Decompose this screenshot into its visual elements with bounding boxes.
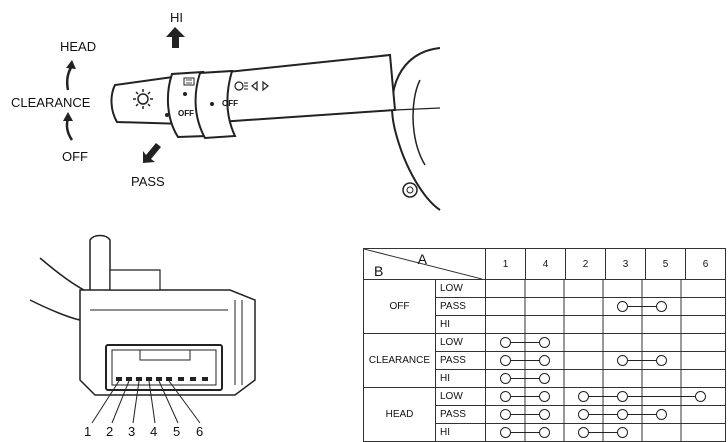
pass-label: PASS bbox=[131, 174, 165, 189]
mode-cell: CLEARANCE bbox=[363, 333, 436, 388]
terminal-circle bbox=[617, 391, 628, 402]
ring-off-label: OFF bbox=[222, 99, 238, 108]
clearance-label: CLEARANCE bbox=[11, 95, 91, 110]
connection-graphic bbox=[524, 298, 682, 315]
connection-cell bbox=[485, 405, 726, 424]
terminal-circle bbox=[500, 355, 511, 366]
pin-label-2: 2 bbox=[106, 424, 114, 439]
pin-label-1: 1 bbox=[84, 424, 92, 439]
terminal-circle bbox=[539, 409, 550, 420]
column-header: 3 bbox=[605, 248, 646, 280]
connection-graphic bbox=[500, 388, 706, 405]
pin-label-5: 5 bbox=[173, 424, 181, 439]
connection-cell bbox=[485, 279, 726, 298]
connection-cell bbox=[485, 297, 726, 316]
pin-label-4: 4 bbox=[150, 424, 158, 439]
terminal-circle bbox=[656, 355, 667, 366]
mode-cell: OFF bbox=[363, 279, 436, 334]
mode-cell: HEAD bbox=[363, 387, 436, 442]
connection-cell bbox=[485, 423, 726, 442]
column-header: 4 bbox=[525, 248, 566, 280]
position-cell: PASS bbox=[435, 351, 486, 370]
connection-cell bbox=[485, 315, 726, 334]
fog-light-icon bbox=[234, 81, 248, 91]
connection-graphic bbox=[500, 334, 682, 351]
column-header: 1 bbox=[485, 248, 526, 280]
connection-cell bbox=[485, 369, 726, 388]
high-beam-icon bbox=[183, 77, 195, 86]
terminal-circle bbox=[500, 337, 511, 348]
position-cell: HI bbox=[435, 315, 486, 334]
table-row: HI bbox=[364, 315, 726, 334]
terminal-circle bbox=[578, 409, 589, 420]
turn-signal-icon bbox=[251, 80, 269, 92]
terminal-circle bbox=[539, 427, 550, 438]
position-cell: HI bbox=[435, 369, 486, 388]
hi-label: HI bbox=[170, 10, 183, 25]
column-header: 5 bbox=[645, 248, 686, 280]
pass-arrow-icon bbox=[143, 143, 161, 163]
position-cell: PASS bbox=[435, 405, 486, 424]
terminal-circle bbox=[617, 409, 628, 420]
corner-label-b: B bbox=[374, 263, 384, 279]
head-label: HEAD bbox=[60, 39, 97, 54]
connection-cell bbox=[485, 333, 726, 352]
connection-graphic bbox=[524, 316, 682, 333]
hi-arrow-icon bbox=[166, 27, 185, 48]
connection-graphic bbox=[524, 280, 682, 297]
connection-cell bbox=[485, 351, 726, 370]
connection-graphic bbox=[500, 424, 682, 441]
headlight-symbol-icon bbox=[133, 89, 153, 109]
terminal-circle bbox=[656, 409, 667, 420]
connection-cell bbox=[485, 387, 726, 406]
column-header: 6 bbox=[685, 248, 726, 280]
knob-off-label: OFF bbox=[178, 109, 194, 118]
table-row: HI bbox=[364, 369, 726, 388]
table-row: PASS bbox=[364, 297, 726, 316]
terminal-circle bbox=[500, 373, 511, 384]
terminal-circle bbox=[539, 391, 550, 402]
terminal-circle bbox=[578, 427, 589, 438]
off-label: OFF bbox=[62, 149, 88, 164]
position-cell: HI bbox=[435, 423, 486, 442]
connection-graphic bbox=[500, 406, 682, 423]
connection-graphic bbox=[500, 370, 682, 387]
terminal-circle bbox=[539, 337, 550, 348]
pin-label-6: 6 bbox=[196, 424, 204, 439]
table-header-row: A B 1 4 2 3 5 6 bbox=[363, 248, 726, 280]
table-corner-cell: A B bbox=[363, 248, 486, 280]
terminal-circle bbox=[500, 409, 511, 420]
terminal-circle bbox=[539, 373, 550, 384]
terminal-circle bbox=[695, 391, 706, 402]
column-header: 2 bbox=[565, 248, 606, 280]
terminal-circle bbox=[617, 427, 628, 438]
position-cell: LOW bbox=[435, 387, 486, 406]
connection-graphic bbox=[500, 352, 682, 369]
corner-label-a: A bbox=[417, 251, 427, 267]
terminal-circle bbox=[500, 427, 511, 438]
terminal-circle bbox=[539, 355, 550, 366]
terminal-circle bbox=[500, 391, 511, 402]
position-cell: PASS bbox=[435, 297, 486, 316]
terminal-circle bbox=[617, 301, 628, 312]
terminal-circle bbox=[617, 355, 628, 366]
terminal-circle bbox=[656, 301, 667, 312]
position-cell: LOW bbox=[435, 333, 486, 352]
pin-label-3: 3 bbox=[128, 424, 136, 439]
position-cell: LOW bbox=[435, 279, 486, 298]
terminal-circle bbox=[578, 391, 589, 402]
